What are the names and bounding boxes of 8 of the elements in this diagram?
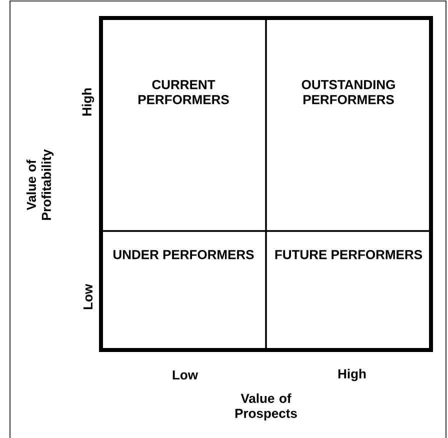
quadrant-cell: CURRENT PERFORMERS: [100, 17, 267, 232]
quadrant-cell: OUTSTANDING PERFORMERS: [265, 17, 432, 232]
quadrant-cell: FUTURE PERFORMERS: [265, 230, 432, 351]
axis-label: Low: [172, 370, 198, 380]
quadrant-cell: UNDER PERFORMERS: [100, 230, 267, 351]
axis-title: Value of Prospects: [235, 393, 297, 421]
axis-label: High: [338, 368, 366, 382]
axis-title: Value of Profitability: [26, 149, 54, 220]
